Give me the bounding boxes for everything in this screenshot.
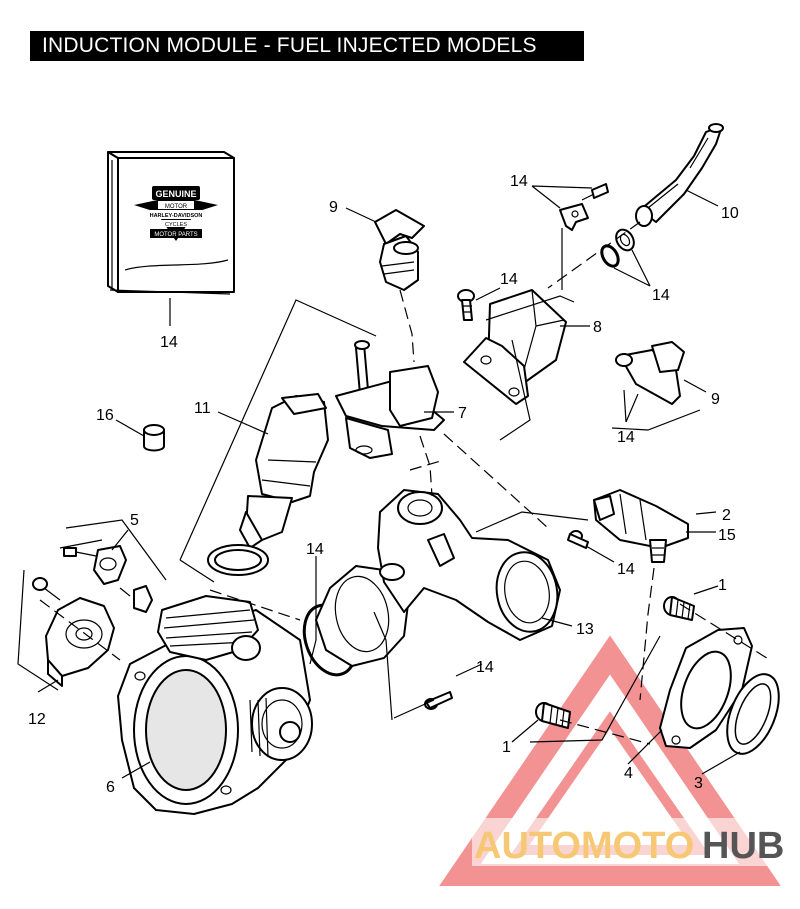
callout-6: 6 (106, 779, 115, 796)
fuel-injector-top (374, 209, 425, 291)
throttle-body (117, 595, 313, 815)
flange-bolt-upper (663, 596, 695, 621)
callout-11: 11 (194, 400, 211, 417)
callout-14-injector: 14 (617, 429, 635, 446)
callout-1-left: 1 (502, 739, 511, 756)
callout-3: 3 (694, 775, 703, 792)
group-brackets (17, 228, 701, 743)
watermark-automoto: AUTOMOTO (474, 825, 694, 867)
vacuum-cap (143, 424, 165, 452)
callout-8: 8 (593, 319, 602, 336)
callout-5: 5 (130, 512, 139, 529)
callout-12: 12 (28, 711, 46, 728)
logo-motor: MOTOR (165, 204, 188, 210)
map-sensor (593, 489, 689, 563)
callout-14-oring: 14 (652, 287, 670, 304)
callout-15: 15 (718, 527, 736, 544)
flange-bolt-lower (535, 702, 571, 729)
callout-16: 16 (96, 407, 114, 424)
fuel-injector-right (615, 341, 685, 405)
harley-davidson-logo: GENUINE MOTOR HARLEY-DAVIDSON CYCLES MOT… (134, 186, 218, 241)
callout-4: 4 (624, 765, 633, 782)
callout-14-gasket: 14 (306, 541, 324, 558)
callout-10: 10 (721, 205, 739, 222)
throttle-position-sensor-screws (63, 545, 153, 613)
callout-14-book: 14 (160, 334, 178, 351)
retaining-clip (559, 183, 609, 231)
logo-genuine: GENUINE (155, 189, 196, 199)
callout-13: 13 (576, 621, 594, 638)
callout-7: 7 (458, 405, 467, 422)
assembly-centerlines (39, 221, 771, 745)
logo-harley: HARLEY-DAVIDSON (150, 213, 203, 219)
injector-bracket (335, 340, 445, 459)
callout-2: 2 (722, 507, 731, 524)
callout-leaders (37, 185, 741, 779)
page-title: INDUCTION MODULE - FUEL INJECTED MODELS (30, 31, 584, 61)
logo-motor-parts: MOTOR PARTS (154, 232, 197, 238)
callout-14-bolt8: 14 (500, 271, 518, 288)
idle-air-control-motor (207, 393, 329, 576)
watermark-text: AUTOMOTO HUB (472, 818, 790, 867)
callout-numbers: 14 9 14 10 14 14 8 9 14 16 11 7 2 15 5 1… (28, 173, 739, 796)
callout-14-screw: 14 (617, 561, 635, 578)
callout-9-top: 9 (329, 199, 338, 216)
intake-manifold (315, 489, 561, 667)
callout-14-lower: 14 (476, 659, 494, 676)
fuel-line (635, 123, 724, 227)
callout-1-right: 1 (718, 577, 727, 594)
lower-screw (424, 691, 453, 710)
manifold-screw (567, 530, 589, 549)
fuel-rail-screw (457, 289, 475, 321)
parts-book: GENUINE MOTOR HARLEY-DAVIDSON CYCLES MOT… (107, 151, 235, 295)
watermark-hub: HUB (702, 825, 784, 867)
callout-14-top: 14 (510, 173, 528, 190)
logo-cycles: CYCLES (165, 222, 187, 228)
fuel-rail (463, 289, 567, 405)
manifold-flange (659, 627, 753, 749)
throttle-position-sensor (32, 577, 115, 687)
callout-9-right: 9 (711, 391, 720, 408)
